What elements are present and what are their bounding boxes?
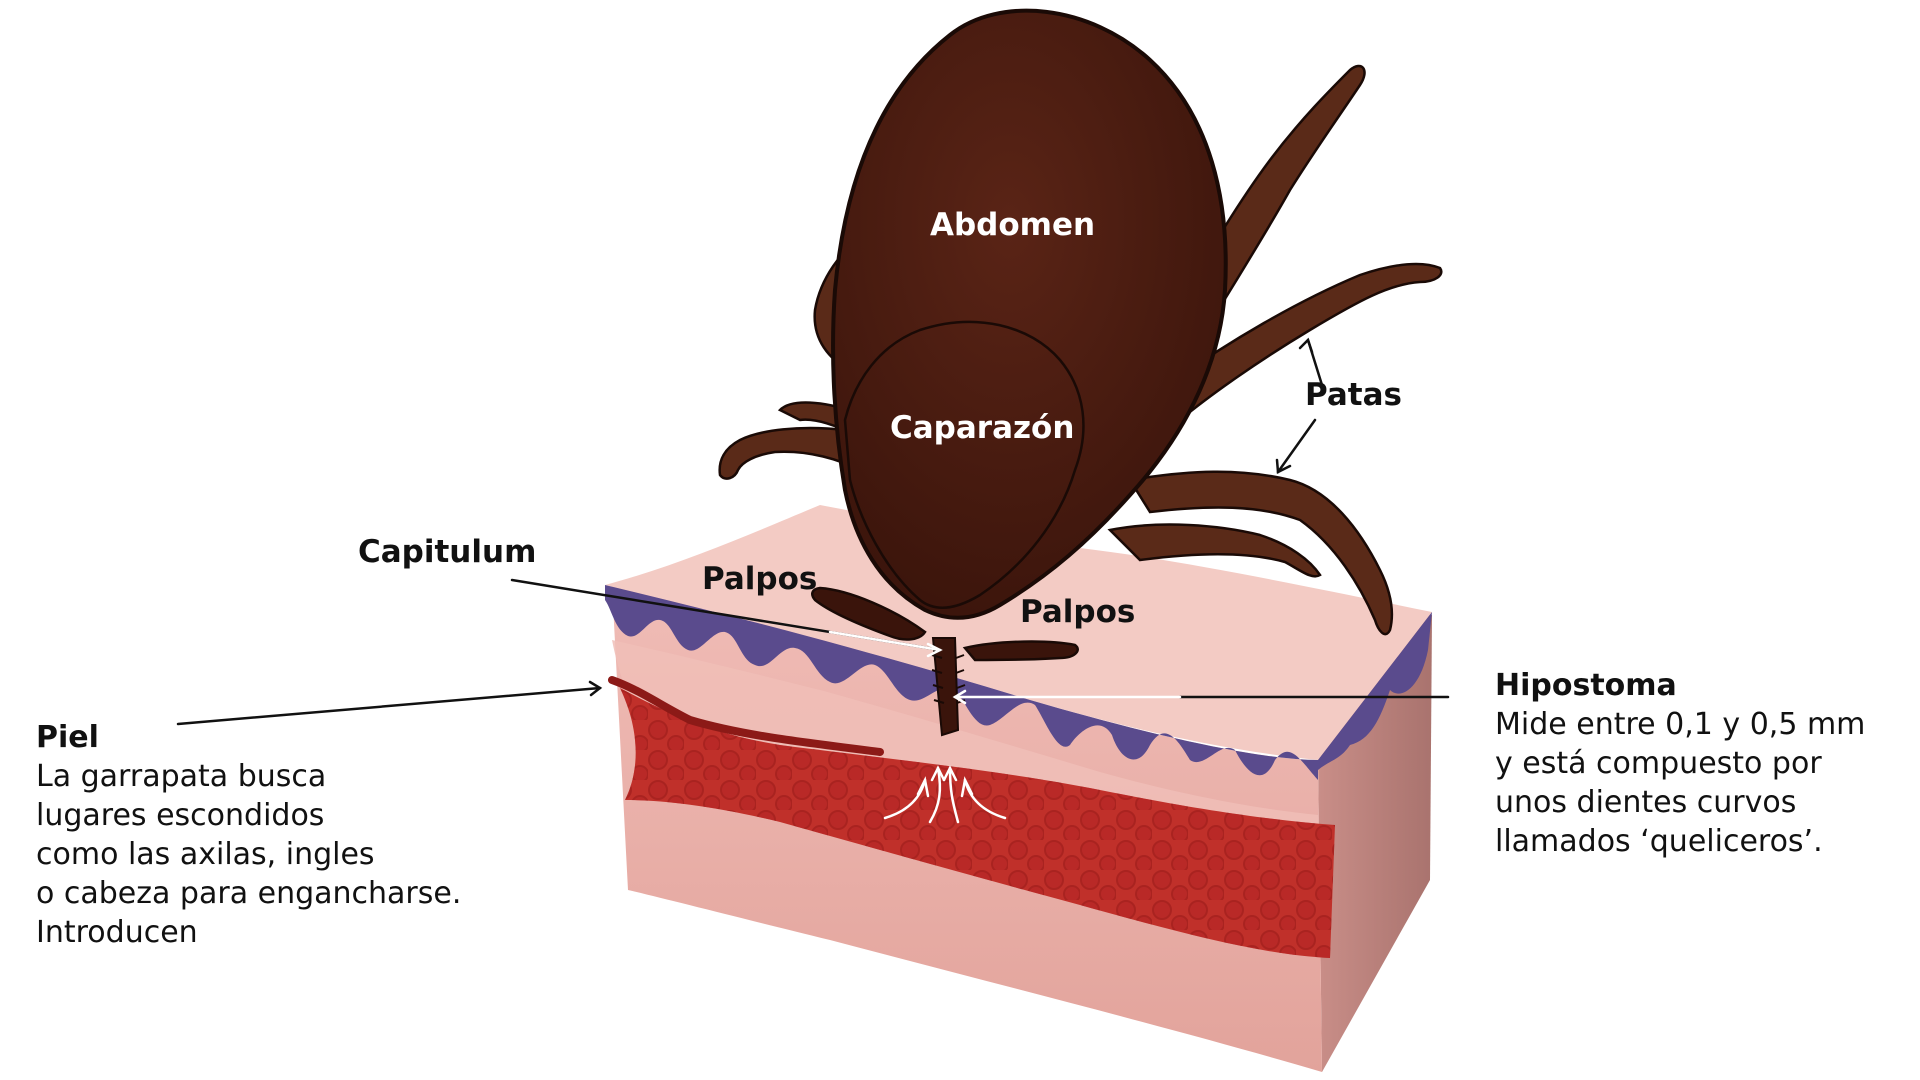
- piel-line: La garrapata busca: [36, 759, 327, 794]
- blood-cells: [620, 688, 1335, 958]
- tick-palps: [811, 586, 1079, 662]
- hipostoma-line: unos dientes curvos: [1495, 785, 1797, 820]
- palpos-left-label: Palpos: [702, 561, 818, 597]
- hipostoma-line: Mide entre 0,1 y 0,5 mm: [1495, 707, 1866, 742]
- piel-line: Introducen: [36, 915, 198, 950]
- palpos-right-label: Palpos: [1020, 594, 1136, 630]
- hipostoma-description: Hipostoma Mide entre 0,1 y 0,5 mm y está…: [1495, 666, 1865, 861]
- leader-lines: [176, 337, 1450, 726]
- hipostoma-title: Hipostoma: [1495, 668, 1677, 703]
- hipostoma-line: llamados ‘queliceros’.: [1495, 824, 1823, 859]
- piel-description: Piel La garrapata busca lugares escondid…: [36, 718, 461, 952]
- caparazon-label: Caparazón: [890, 410, 1075, 446]
- hipostoma-line: y está compuesto por: [1495, 746, 1822, 781]
- piel-line: lugares escondidos: [36, 798, 325, 833]
- piel-line: o cabeza para engancharse.: [36, 876, 462, 911]
- capitulum-label: Capitulum: [358, 534, 537, 570]
- abdomen-label: Abdomen: [930, 207, 1096, 243]
- tick-body: [831, 8, 1228, 620]
- piel-leader: [176, 686, 602, 726]
- tick: [718, 8, 1443, 737]
- tick-hypostome: [931, 637, 960, 737]
- tick-scutum: [843, 320, 1085, 610]
- piel-title: Piel: [36, 720, 99, 755]
- patas-arrow-down: [1276, 418, 1317, 474]
- suction-arrows: [883, 765, 1007, 824]
- patas-label: Patas: [1305, 377, 1402, 413]
- piel-line: como las axilas, ingles: [36, 837, 375, 872]
- vessel-wall: [608, 676, 884, 756]
